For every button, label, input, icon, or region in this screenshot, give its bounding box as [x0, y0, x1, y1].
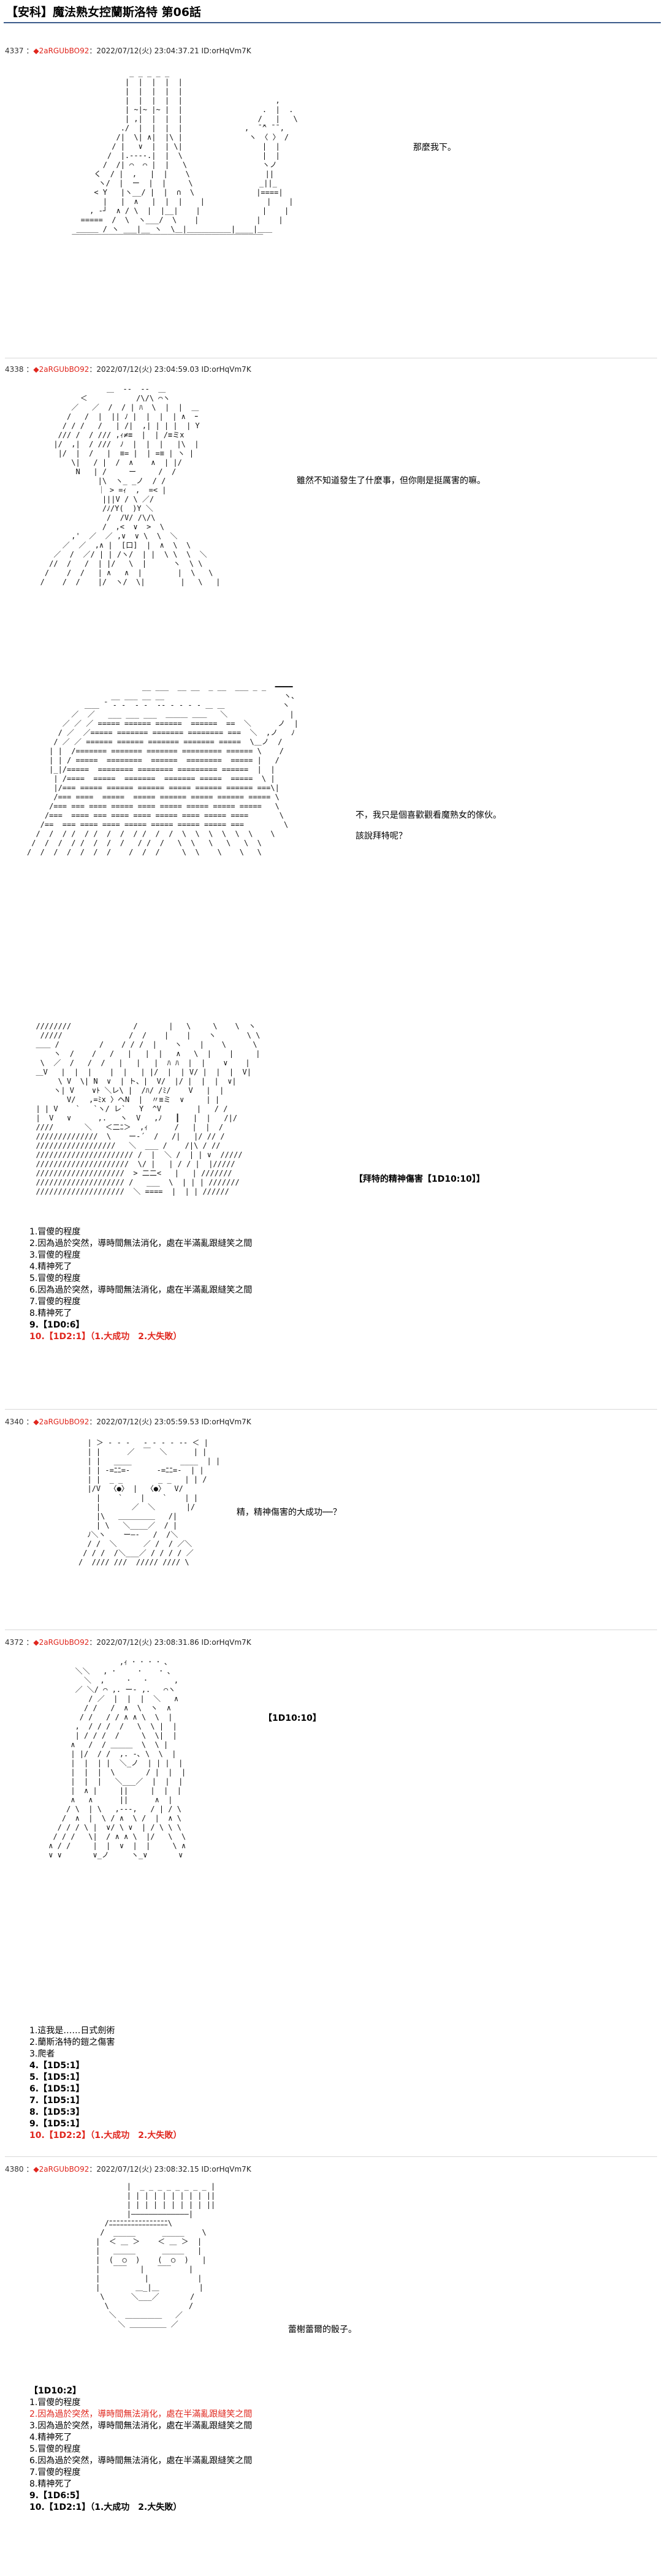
- choice-item: 8.精神死了: [29, 1309, 72, 1318]
- post-id[interactable]: ID:orHqVm7K: [201, 2165, 251, 2174]
- choice-item: 2.因為過於突然，導時間無法消化，處在半滿亂跟縫笑之間: [29, 2409, 253, 2419]
- name-suffix: ：: [89, 47, 97, 55]
- choice-item: 4.【1D5:1】: [29, 2061, 85, 2071]
- post-date: 2022/07/12(火) 23:08:32.15: [96, 2165, 199, 2174]
- choice-item: 8.【1D5:3】: [29, 2107, 85, 2117]
- choice-item: 2.蘭斯洛特的鎧之傷害: [29, 2038, 115, 2047]
- dice-result: 【1D10:2】: [29, 2386, 82, 2396]
- speech-text: 【拜特的精神傷害【1D10:10】】: [354, 1174, 485, 1184]
- choice-item: 7.【1D5:1】: [29, 2096, 85, 2106]
- choice-item: 9.【1D5:1】: [29, 2119, 85, 2129]
- choice-list: 1.這我是……日式劍術 2.蘭斯洛特的鎧之傷害 3.爬者 4.【1D5:1】 5…: [29, 2025, 181, 2142]
- choice-item: 4.精神死了: [29, 2433, 72, 2442]
- choice-item: 5.冒傻的程度: [29, 2444, 81, 2454]
- choice-item: 3.因為過於突然，導時間無法消化，處在半滿亂跟縫笑之間: [29, 2421, 253, 2431]
- choice-item: 5.冒傻的程度: [29, 1274, 81, 1283]
- ascii-art: //////// / | \ \ \ ヽ ///// / / | | ヽ \ \…: [36, 1022, 261, 1196]
- choice-item: 10.【1D2:2】（1.大成功 2.大失敗）: [29, 2131, 182, 2140]
- choice-item: 2.因為過於突然，導時間無法消化，處在半滿亂跟縫笑之間: [29, 1239, 253, 1248]
- choice-list: 【1D10:2】 1.冒傻的程度 2.因為過於突然，導時間無法消化，處在半滿亂跟…: [29, 2385, 252, 2514]
- speech-text: 該說拜特呢？: [356, 831, 407, 841]
- post-date: 2022/07/12(火) 23:05:59.53: [96, 1418, 199, 1426]
- divider: [5, 1409, 657, 1410]
- choice-item: 3.爬者: [29, 2049, 55, 2059]
- post-id[interactable]: ID:orHqVm7K: [201, 365, 251, 374]
- choice-item: 9.【1D6:5】: [29, 2491, 85, 2501]
- choice-item: 6.因為過於突然，導時間無法消化，處在半滿亂跟縫笑之間: [29, 1285, 253, 1295]
- poster-name[interactable]: ◆2aRGUbBO92: [33, 1638, 89, 1647]
- ascii-art: _ _ _ _ _ | | | | | | | | | | | | | | | …: [72, 69, 298, 243]
- choice-item: 9.【1D0:6】: [29, 1320, 85, 1330]
- ascii-art: __ ___ __ __ _ __ ___ _ _ ━━━━ __ ___ __…: [27, 682, 299, 856]
- choice-item: 4.精神死了: [29, 1262, 72, 1272]
- post-date: 2022/07/12(火) 23:04:37.21: [96, 47, 199, 55]
- page-title: 【安科】魔法熟女控蘭斯洛特 第06話: [4, 4, 661, 23]
- choice-item: 10.【1D2:1】（1.大成功 2.大失敗）: [29, 1332, 182, 1342]
- post-header: 4340 ：◆2aRGUbBO92：2022/07/12(火) 23:05:59…: [5, 1418, 251, 1426]
- choice-item: 5.【1D5:1】: [29, 2072, 85, 2082]
- choice-item: 8.精神死了: [29, 2479, 72, 2489]
- name-suffix: ：: [89, 1638, 97, 1647]
- post-header: 4337 ：◆2aRGUbBO92：2022/07/12(火) 23:04:37…: [5, 47, 251, 55]
- speech-text: 蕾榭蕾爾的骰子。: [288, 2325, 357, 2335]
- ascii-art: ,ｨ ･ ･ ･ ･ ､ ＼＼ , ･ ･ ･ ､ ＼ , ･ ･ , ／ ＼/…: [48, 1658, 186, 1859]
- choice-item: 1.冒傻的程度: [29, 1227, 81, 1237]
- choice-item: 1.冒傻的程度: [29, 2398, 81, 2408]
- name-suffix: ：: [89, 1418, 97, 1426]
- choice-item: 1.這我是……日式劍術: [29, 2026, 115, 2036]
- poster-name[interactable]: ◆2aRGUbBO92: [33, 2165, 89, 2174]
- choice-item: 7.冒傻的程度: [29, 1297, 81, 1307]
- post-id[interactable]: ID:orHqVm7K: [201, 1418, 251, 1426]
- choice-item: 10.【1D2:1】（1.大成功 2.大失敗）: [29, 2502, 182, 2512]
- name-suffix: ：: [89, 365, 97, 374]
- post-id[interactable]: ID:orHqVm7K: [201, 47, 251, 55]
- name-suffix: ：: [89, 2165, 97, 2174]
- post-header: 4338 ：◆2aRGUbBO92：2022/07/12(火) 23:04:59…: [5, 365, 251, 374]
- choice-item: 6.因為過於突然，導時間無法消化，處在半滿亂跟縫笑之間: [29, 2456, 253, 2466]
- ascii-art: | ＞ - ‐ ‐ ‐ ‐ ‐ ‐ -- ＜ | | | ／ ￣ ＼ | | |…: [78, 1438, 221, 1566]
- speech-text: 不，我只是個喜歡觀看魔熟女的傢伙。: [356, 810, 501, 820]
- poster-name[interactable]: ◆2aRGUbBO92: [33, 1418, 89, 1426]
- ascii-art: ＿ -‐ ‐- ＿ ＜ /\/\ ⌒ヽ ／ ／ / / | ﾊ \ | | ＿ …: [40, 385, 221, 586]
- post-number: 4380: [5, 2165, 24, 2174]
- speech-text: 【1D10:10】: [264, 1713, 321, 1723]
- poster-name[interactable]: ◆2aRGUbBO92: [33, 365, 89, 374]
- choice-list: 1.冒傻的程度 2.因為過於突然，導時間無法消化，處在半滿亂跟縫笑之間 3.冒傻…: [29, 1226, 252, 1343]
- choice-item: 6.【1D5:1】: [29, 2084, 85, 2094]
- choice-item: 3.冒傻的程度: [29, 1250, 81, 1260]
- poster-name[interactable]: ◆2aRGUbBO92: [33, 47, 89, 55]
- post-number: 4340: [5, 1418, 24, 1426]
- post-number: 4337: [5, 47, 24, 55]
- choice-item: 7.冒傻的程度: [29, 2468, 81, 2477]
- ascii-art: | _ _ _ _ _ _ _ _ | | | | | | | | | | ||…: [96, 2182, 216, 2329]
- post-date: 2022/07/12(火) 23:08:31.86: [96, 1638, 199, 1647]
- post-number: 4338: [5, 365, 24, 374]
- divider: [5, 2156, 657, 2157]
- speech-text: 那麼我下。: [413, 143, 456, 153]
- speech-text: 雖然不知道發生了什麼事，但你剛是挺厲害的嘛。: [297, 476, 485, 486]
- post-number: 4372: [5, 1638, 24, 1647]
- post-header: 4380 ：◆2aRGUbBO92：2022/07/12(火) 23:08:32…: [5, 2165, 251, 2174]
- post-header: 4372 ：◆2aRGUbBO92：2022/07/12(火) 23:08:31…: [5, 1638, 251, 1647]
- post-id[interactable]: ID:orHqVm7K: [201, 1638, 251, 1647]
- speech-text: 精，精神傷害的大成功──？: [237, 1508, 341, 1517]
- post-date: 2022/07/12(火) 23:04:59.03: [96, 365, 199, 374]
